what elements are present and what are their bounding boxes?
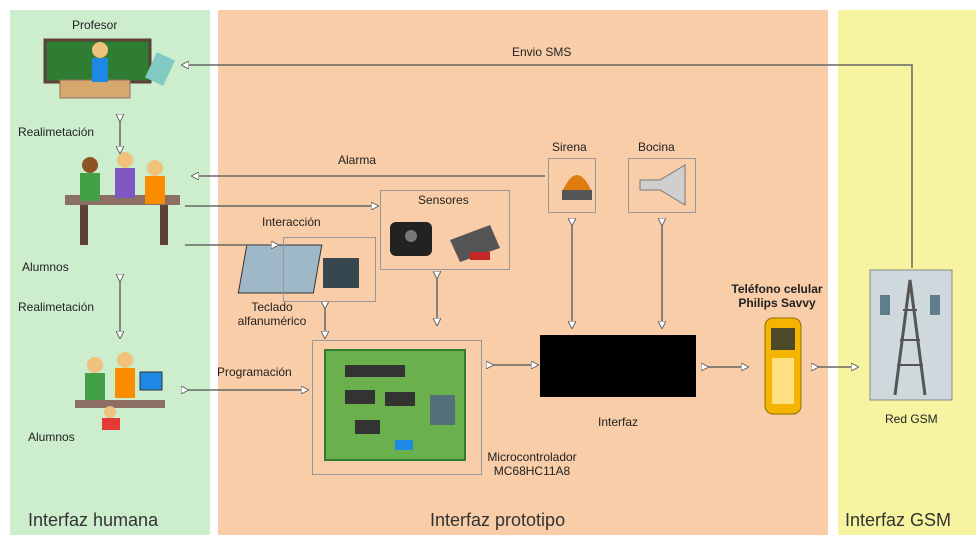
- alumnos-top-label: Alumnos: [22, 260, 69, 274]
- teclado-label-line2: alfanumérico: [237, 314, 307, 328]
- envio-sms-arrow: [185, 65, 913, 268]
- realimentacion-top-label: Realimetación: [18, 125, 95, 139]
- telefono-label-line2: Philips Savvy: [738, 296, 816, 310]
- interaccion-label: Interacción: [262, 215, 321, 229]
- alarma-label: Alarma: [338, 153, 377, 167]
- alumnos-bottom-image: [75, 352, 165, 430]
- zone-title-human: Interfaz humana: [28, 510, 159, 530]
- bocina-label: Bocina: [638, 140, 675, 154]
- profesor-image: [43, 38, 175, 99]
- microcontroller-label-line2: MC68HC11A8: [493, 464, 571, 478]
- telefono-label: Teléfono celular Philips Savvy: [722, 282, 832, 310]
- red-gsm-label: Red GSM: [885, 412, 938, 426]
- microcontroller-box: [312, 340, 482, 475]
- phone-image: [764, 317, 802, 415]
- teclado-label-line1: Teclado: [251, 300, 293, 314]
- interfaz-box: [540, 335, 696, 397]
- interfaz-label: Interfaz: [598, 415, 639, 429]
- bocina-image: [639, 164, 686, 206]
- sensores-box: [380, 190, 510, 270]
- alumnos-top-image: [65, 152, 180, 245]
- sirena-box: [548, 158, 596, 213]
- sensor-images: [390, 222, 500, 262]
- profesor-label: Profesor: [72, 18, 118, 32]
- programacion-label: Programación: [217, 365, 292, 379]
- zone-title-prototype: Interfaz prototipo: [430, 510, 566, 530]
- sirena-label: Sirena: [552, 140, 587, 154]
- teclado-box: [283, 237, 376, 302]
- bocina-box: [628, 158, 696, 213]
- alumnos-bottom-label: Alumnos: [28, 430, 75, 444]
- microcontroller-board-image: [324, 349, 466, 461]
- teclado-label: Teclado alfanumérico: [232, 300, 312, 328]
- prototype-interface-zone: [218, 10, 828, 535]
- connectors: [120, 65, 913, 390]
- gsm-tower-image: [869, 269, 953, 401]
- microcontroller-label-line1: Microcontrolador: [487, 450, 577, 464]
- microcontroller-label: Microcontrolador MC68HC11A8: [477, 450, 587, 478]
- realimentacion-bottom-label: Realimetación: [18, 300, 95, 314]
- sensores-label: Sensores: [418, 193, 469, 207]
- envio-sms-label: Envio SMS: [512, 45, 572, 59]
- zone-title-gsm: Interfaz GSM: [845, 510, 952, 530]
- sirena-image: [562, 175, 592, 200]
- teclado-image: [237, 244, 359, 294]
- telefono-label-line1: Teléfono celular: [731, 282, 823, 296]
